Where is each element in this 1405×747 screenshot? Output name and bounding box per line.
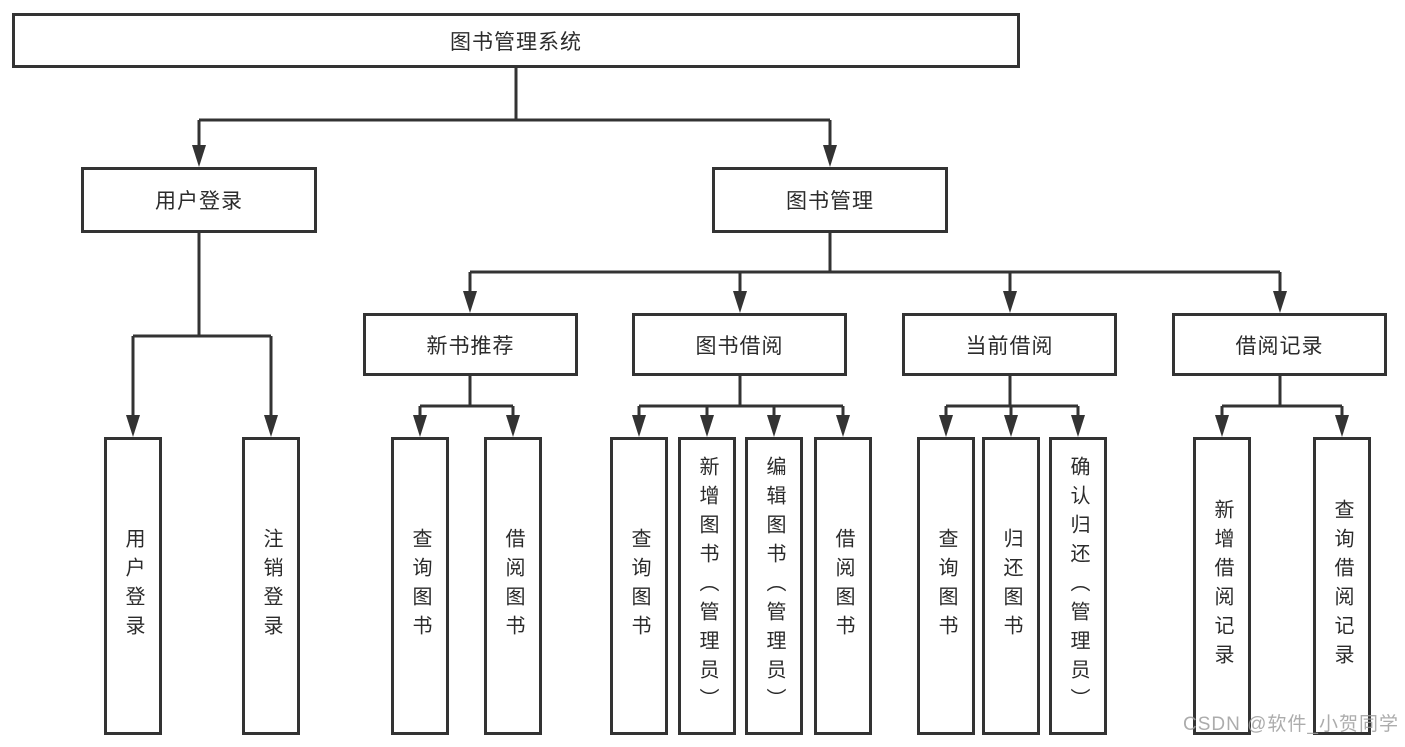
leaf-borrow-edit-books-admin-label: 编辑图书（管理员） xyxy=(763,455,785,717)
node-user-login-label: 用户登录 xyxy=(155,190,243,213)
node-new-book-recommend: 新书推荐 xyxy=(363,313,578,376)
leaf-newbook-query-books-label: 查询图书 xyxy=(409,528,431,644)
connector-book-management-to-level3 xyxy=(463,233,1287,313)
leaf-records-add-record-label: 新增借阅记录 xyxy=(1211,499,1233,673)
leaf-borrow-borrow-books-label: 借阅图书 xyxy=(832,528,854,644)
leaf-borrow-add-books-admin: 新增图书（管理员） xyxy=(678,437,736,735)
leaf-borrow-query-books: 查询图书 xyxy=(610,437,668,735)
leaf-records-add-record: 新增借阅记录 xyxy=(1193,437,1251,735)
leaf-current-return-books: 归还图书 xyxy=(982,437,1040,735)
connector-book-borrow-to-leaves xyxy=(632,376,850,437)
node-current-borrow-label: 当前借阅 xyxy=(965,334,1054,358)
leaf-borrow-borrow-books: 借阅图书 xyxy=(814,437,872,735)
leaf-current-query-books-label: 查询图书 xyxy=(935,528,957,644)
connector-new-book-to-leaves xyxy=(413,376,520,437)
connector-current-borrow-to-leaves xyxy=(939,376,1085,437)
leaf-borrow-add-books-admin-label: 新增图书（管理员） xyxy=(696,455,718,717)
leaf-newbook-borrow-books: 借阅图书 xyxy=(484,437,542,735)
leaf-records-query-record: 查询借阅记录 xyxy=(1313,437,1371,735)
node-book-borrow: 图书借阅 xyxy=(632,313,847,376)
leaf-newbook-query-books: 查询图书 xyxy=(391,437,449,735)
leaf-borrow-edit-books-admin: 编辑图书（管理员） xyxy=(745,437,803,735)
leaf-current-query-books: 查询图书 xyxy=(917,437,975,735)
leaf-logout: 注销登录 xyxy=(242,437,300,735)
leaf-newbook-borrow-books-label: 借阅图书 xyxy=(502,528,524,644)
leaf-logout-label: 注销登录 xyxy=(260,528,282,644)
leaf-user-login: 用户登录 xyxy=(104,437,162,735)
node-book-management-label: 图书管理 xyxy=(786,190,874,213)
connector-user-login-to-leaves xyxy=(126,233,278,437)
node-user-login: 用户登录 xyxy=(81,167,317,233)
node-borrow-records: 借阅记录 xyxy=(1172,313,1387,376)
csdn-watermark: CSDN @软件_小贺同学 xyxy=(1183,714,1399,735)
leaf-current-confirm-return-admin-label: 确认归还（管理员） xyxy=(1067,455,1089,717)
node-root-label: 图书管理系统 xyxy=(450,30,582,54)
leaf-current-confirm-return-admin: 确认归还（管理员） xyxy=(1049,437,1107,735)
node-book-borrow-label: 图书借阅 xyxy=(695,334,784,358)
leaf-borrow-query-books-label: 查询图书 xyxy=(628,528,650,644)
node-borrow-records-label: 借阅记录 xyxy=(1235,334,1324,358)
node-book-management: 图书管理 xyxy=(712,167,948,233)
node-new-book-recommend-label: 新书推荐 xyxy=(426,334,515,358)
node-current-borrow: 当前借阅 xyxy=(902,313,1117,376)
connector-borrow-records-to-leaves xyxy=(1215,376,1349,437)
leaf-current-return-books-label: 归还图书 xyxy=(1000,528,1022,644)
leaf-user-login-label: 用户登录 xyxy=(122,528,144,644)
leaf-records-query-record-label: 查询借阅记录 xyxy=(1331,499,1353,673)
node-root: 图书管理系统 xyxy=(12,13,1020,68)
connector-root-to-level2 xyxy=(192,68,837,167)
